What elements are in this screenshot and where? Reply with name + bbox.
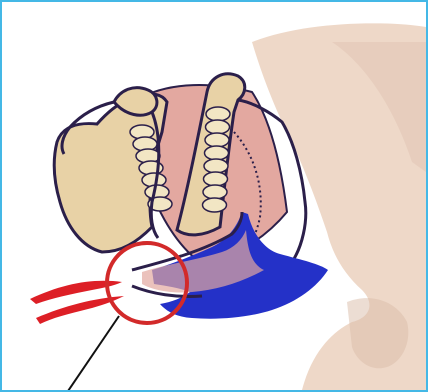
tooth	[204, 159, 228, 173]
tooth	[205, 133, 229, 147]
tooth	[203, 198, 227, 212]
pointer-line	[66, 316, 119, 390]
tooth	[206, 120, 230, 134]
tooth	[205, 146, 229, 160]
tooth	[204, 172, 228, 186]
tooth	[206, 107, 230, 121]
tooth	[203, 185, 227, 199]
